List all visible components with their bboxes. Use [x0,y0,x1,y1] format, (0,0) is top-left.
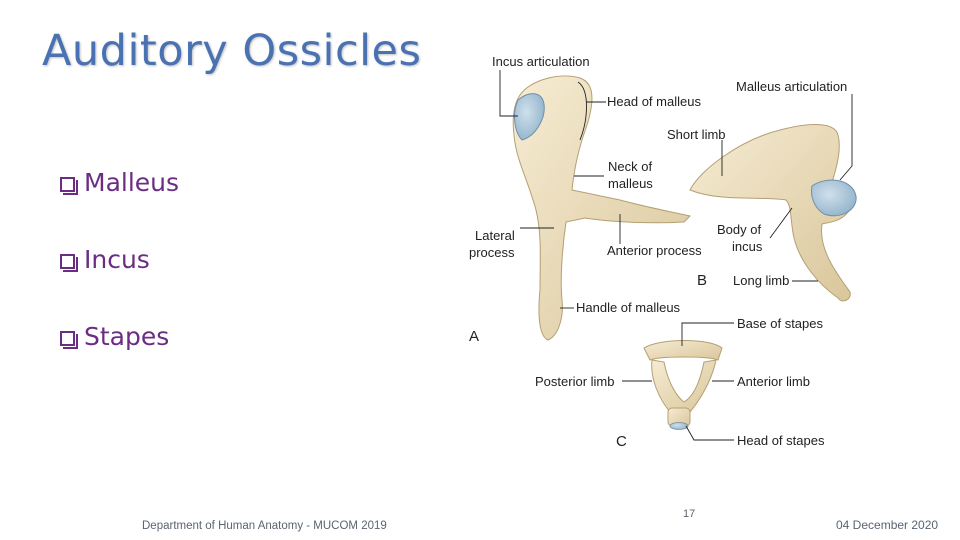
label-head-of-stapes: Head of stapes [737,433,825,448]
bullet-item-stapes: Stapes [60,322,169,351]
label-base-of-stapes: Base of stapes [737,316,823,331]
label-neck-malleus: malleus [608,176,653,191]
stapes-bone [644,341,722,430]
label-body-incus: incus [732,239,763,254]
panel-label-c: C [616,433,627,450]
bullet-text: Incus [84,245,150,274]
footer-page-number: 17 [683,508,695,520]
footer-date: 04 December 2020 [836,518,938,532]
panel-label-a: A [469,328,479,345]
checkbox-bullet-icon [60,177,75,192]
label-posterior-limb: Posterior limb [535,374,614,389]
label-anterior-process: Anterior process [607,243,702,258]
checkbox-bullet-icon [60,331,75,346]
label-body-of: Body of [717,222,761,237]
label-neck-of: Neck of [608,159,652,174]
panel-label-b: B [697,272,707,289]
label-long-limb: Long limb [733,273,789,288]
label-incus-articulation: Incus articulation [492,54,590,69]
checkbox-bullet-icon [60,254,75,269]
label-handle-of-malleus: Handle of malleus [576,300,681,315]
slide-title: Auditory Ossicles [42,26,421,76]
label-anterior-limb: Anterior limb [737,374,810,389]
ossicles-figure: Incus articulation Head of malleus Malle… [460,40,900,460]
label-head-of-malleus: Head of malleus [607,94,701,109]
bullet-item-malleus: Malleus [60,168,179,197]
bullet-text: Stapes [84,322,169,351]
label-malleus-articulation: Malleus articulation [736,79,847,94]
bullet-text: Malleus [84,168,179,197]
label-process: process [469,245,515,260]
footer-department: Department of Human Anatomy - MUCOM 2019 [142,520,387,532]
label-short-limb: Short limb [667,127,726,142]
label-lateral: Lateral [475,228,515,243]
bullet-item-incus: Incus [60,245,150,274]
